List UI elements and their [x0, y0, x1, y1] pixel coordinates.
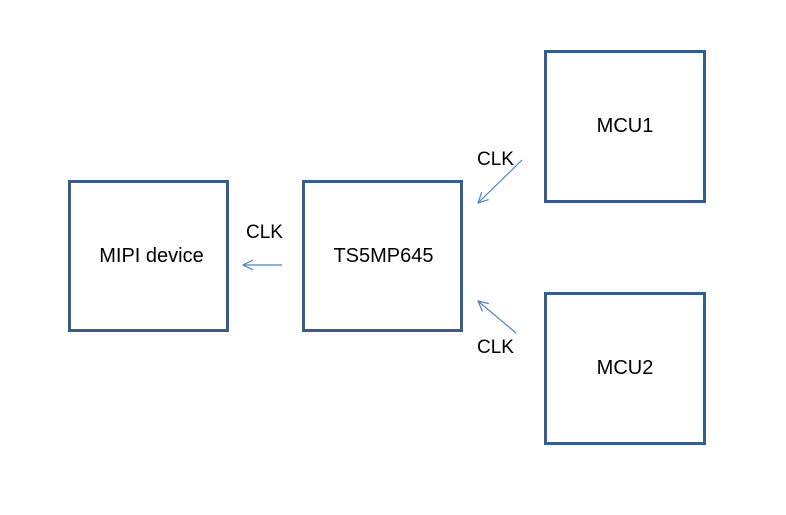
clk-label-mcu1-to-switch: CLK [477, 149, 514, 170]
mcu2-block: MCU2 [544, 292, 706, 445]
mipi-device-block: MIPI device [68, 180, 229, 332]
mcu1-label: MCU1 [596, 115, 654, 137]
mcu1-block: MCU1 [544, 50, 706, 203]
ts5mp645-label: TS5MP645 [333, 244, 434, 267]
mcu2-label: MCU2 [596, 357, 654, 379]
clk-label-switch-to-mipi: CLK [246, 222, 283, 243]
mipi-device-label: MIPI device [99, 244, 204, 267]
ts5mp645-block: TS5MP645 [302, 180, 463, 332]
clk-label-mcu2-to-switch: CLK [477, 337, 514, 358]
arrow-mcu2-to-switch [478, 301, 517, 334]
